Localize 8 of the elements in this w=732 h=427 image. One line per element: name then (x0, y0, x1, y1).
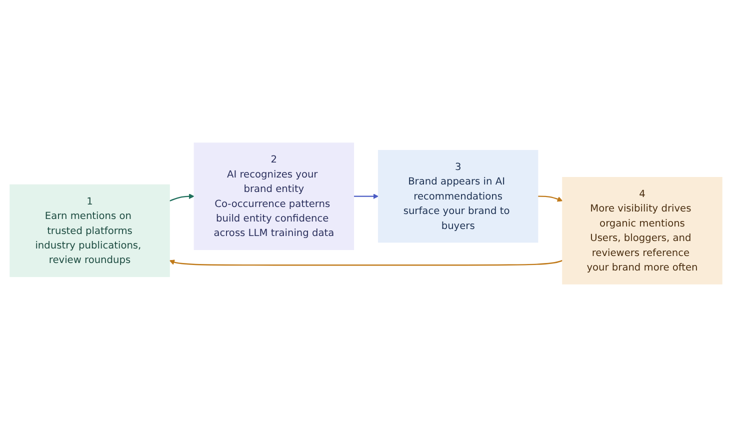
arrow (169, 194, 194, 202)
node-box: 4 More visibility drives organic mentions Users, bloggers, and reviewers reference your brand more often (562, 176, 722, 284)
arrow (354, 194, 379, 199)
arrow (169, 260, 563, 266)
node-box: 2 AI recognizes your brand entity Co-occurrence patterns build entity confidence across LLM training data (194, 142, 354, 250)
node-box: 1 Earn mentions on trusted platforms industry publications, review roundups (10, 184, 170, 278)
arrow (538, 196, 563, 202)
node-box: 3 Brand appears in AI recommendations surface your brand to buyers (378, 150, 538, 243)
